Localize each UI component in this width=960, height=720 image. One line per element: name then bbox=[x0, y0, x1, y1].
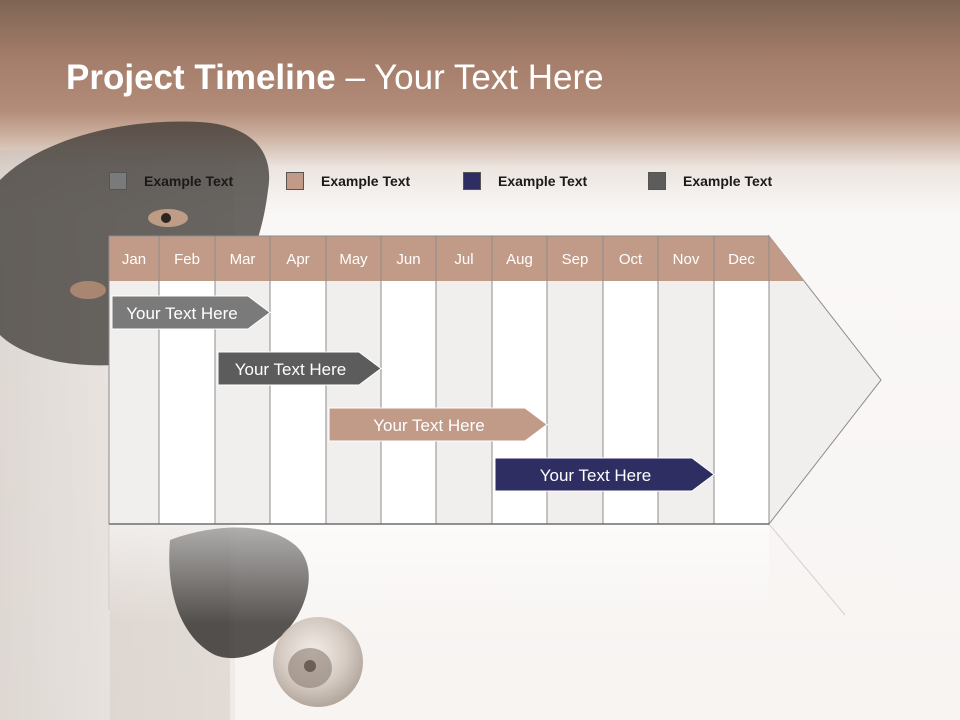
slide-title: Project Timeline – Your Text Here bbox=[66, 58, 604, 98]
month-header-cell bbox=[159, 236, 215, 281]
legend-item-2: Example Text bbox=[286, 170, 410, 192]
legend-item-3: Example Text bbox=[463, 170, 587, 192]
month-column-apr: Apr bbox=[269, 236, 326, 524]
month-header-cell bbox=[492, 236, 547, 281]
month-header-cell bbox=[714, 236, 769, 281]
legend-swatch bbox=[286, 172, 304, 190]
month-label: Feb bbox=[174, 251, 200, 268]
task-label: Your Text Here bbox=[235, 360, 347, 379]
legend-label: Example Text bbox=[498, 173, 588, 189]
task-arrow-shape bbox=[494, 457, 715, 492]
task-bar-3: Your Text Here bbox=[328, 407, 548, 442]
month-column-jun: Jun bbox=[380, 236, 436, 524]
timeline-arrowhead-header bbox=[769, 236, 804, 281]
month-label: Dec bbox=[728, 251, 755, 268]
month-label: Aug bbox=[506, 251, 533, 268]
month-column-body bbox=[714, 281, 769, 524]
month-column-jul: Jul bbox=[435, 236, 492, 524]
month-label: Oct bbox=[619, 251, 643, 268]
month-label: Mar bbox=[230, 251, 256, 268]
timeline-reflection bbox=[108, 523, 846, 624]
month-label: Jul bbox=[454, 251, 473, 268]
month-label: Jun bbox=[396, 251, 420, 268]
month-header-cell bbox=[381, 236, 436, 281]
month-label: Sep bbox=[562, 251, 589, 268]
month-header-cell bbox=[326, 236, 381, 281]
title-bold: Project Timeline bbox=[66, 58, 336, 97]
month-column-jan: Jan bbox=[108, 236, 159, 524]
eye-right-icon bbox=[70, 281, 106, 299]
legend-swatch bbox=[648, 172, 666, 190]
month-column-body bbox=[326, 281, 381, 524]
legend-label: Example Text bbox=[321, 173, 411, 189]
month-label: May bbox=[339, 251, 368, 268]
month-label: Jan bbox=[122, 251, 146, 268]
task-label: Your Text Here bbox=[540, 466, 652, 485]
month-column-dec: Dec bbox=[713, 236, 769, 524]
task-bar-4: Your Text Here bbox=[494, 457, 715, 492]
legend-label: Example Text bbox=[683, 173, 773, 189]
month-column-feb: Feb bbox=[158, 236, 215, 524]
task-arrow-shape bbox=[217, 351, 382, 386]
month-header-cell bbox=[436, 236, 492, 281]
month-header-cell bbox=[215, 236, 270, 281]
task-arrow-shape bbox=[328, 407, 548, 442]
month-header-cell bbox=[603, 236, 658, 281]
legend-label: Example Text bbox=[144, 173, 234, 189]
legend-swatch bbox=[463, 172, 481, 190]
task-label: Your Text Here bbox=[126, 304, 238, 323]
month-column-body bbox=[436, 281, 492, 524]
month-label: Nov bbox=[673, 251, 700, 268]
task-bar-1: Your Text Here bbox=[111, 295, 271, 330]
month-header-cell bbox=[109, 236, 159, 281]
month-column-body bbox=[381, 281, 436, 524]
month-header-cell bbox=[547, 236, 603, 281]
legend-item-1: Example Text bbox=[109, 170, 233, 192]
month-column-body bbox=[270, 281, 326, 524]
month-column-may: May bbox=[325, 236, 381, 524]
month-header-cell bbox=[270, 236, 326, 281]
task-arrow-shape bbox=[111, 295, 271, 330]
task-bar-2: Your Text Here bbox=[217, 351, 382, 386]
month-label: Apr bbox=[286, 251, 309, 268]
title-rest: – Your Text Here bbox=[335, 58, 604, 97]
legend-swatch bbox=[109, 172, 127, 190]
task-label: Your Text Here bbox=[373, 416, 485, 435]
month-header-cell bbox=[658, 236, 714, 281]
legend-item-4: Example Text bbox=[648, 170, 772, 192]
